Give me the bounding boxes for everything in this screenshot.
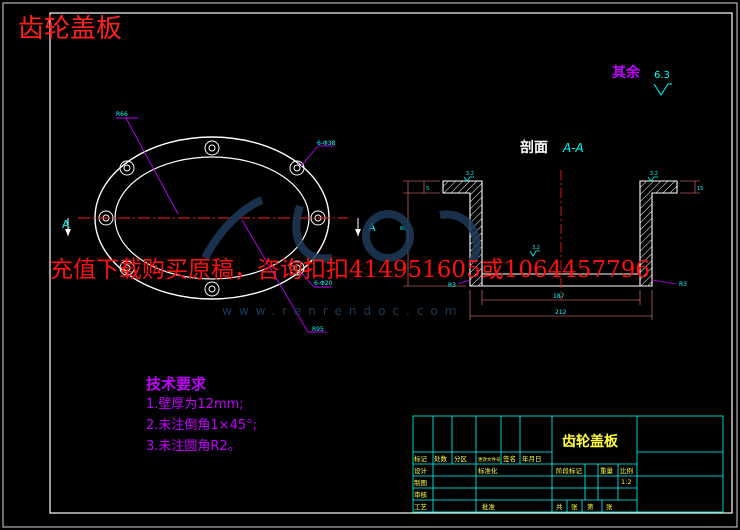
tb-sheet-no-b: 张 [606, 502, 613, 511]
tb-scale-hdr: 比例 [620, 466, 633, 475]
plan-view: A A R66 6-Φ38 6-Φ20 R95 [62, 111, 376, 333]
bolt-hole [289, 260, 305, 276]
roughness-symbol [653, 83, 672, 96]
tb-weight: 重量 [600, 467, 614, 475]
bolt-hole [119, 260, 135, 276]
section-label: 剖面 [520, 139, 548, 156]
tb-hdr-date: 年月日 [522, 454, 542, 463]
dim-r3-left: R3 [448, 282, 456, 289]
rough-mid: 3.2 [532, 245, 540, 251]
watermark-url: www.renrendoc.com [222, 304, 464, 318]
tb-scale: 1:2 [621, 478, 631, 486]
rough-tr: 3.2 [650, 171, 658, 177]
dim-r95: R95 [312, 326, 324, 333]
tb-hdr-zone: 分区 [454, 454, 468, 463]
section-ref: A-A [562, 141, 584, 155]
tb-standard: 标准化 [478, 466, 498, 475]
watermark-text: 充值下载购买原稿，咨询扣扣414951605或1064457796 [50, 257, 651, 283]
tb-hdr-docno: 更改文件号 [478, 456, 501, 463]
tb-design: 设计 [414, 466, 428, 475]
section-view [403, 170, 700, 320]
tb-process: 工艺 [414, 503, 428, 511]
tb-stage: 阶段标记 [556, 466, 583, 475]
dim-h-right: 15 [697, 186, 703, 192]
tech-requirements: 技术要求 1.壁厚为12mm; 2.未注倒角1×45°; 3.未注圆角R2。 [146, 373, 257, 457]
tb-sheet-total-a: 共 [556, 502, 563, 511]
dim-inner: 187 [553, 293, 565, 300]
bolt-hole [119, 160, 135, 176]
dim-r66: R66 [116, 111, 128, 118]
tb-approve: 批准 [482, 502, 496, 511]
tech-req-item: 3.未注圆角R2。 [146, 439, 241, 454]
tb-sheet-no-a: 第 [587, 502, 594, 511]
finish-value: 6.3 [654, 70, 670, 81]
finish-label: 其余 [612, 64, 641, 81]
tech-req-item: 2.未注倒角1×45°; [146, 418, 257, 433]
tb-hdr-count: 处数 [434, 454, 448, 463]
dim-r3-right: R3 [679, 281, 687, 288]
tech-req-heading: 技术要求 [146, 375, 207, 393]
tech-req-item: 1.壁厚为12mm; [146, 397, 244, 412]
tb-sheet-total-b: 张 [571, 502, 578, 511]
tb-drawing: 制图 [414, 478, 427, 487]
watermark-logo [201, 196, 481, 265]
overlay-title: 齿轮盖板 [18, 14, 123, 44]
bolt-hole [204, 281, 220, 297]
dim-h-left: 5 [426, 186, 429, 192]
dim-outer: 212 [555, 309, 567, 316]
drawing-border [49, 12, 733, 514]
dim-d20: 6-Φ20 [314, 280, 333, 287]
bolt-hole [204, 140, 220, 156]
title-block-part-name: 齿轮盖板 [562, 433, 619, 450]
tb-hdr-mark: 标记 [414, 454, 428, 463]
rough-tl: 3.2 [466, 171, 474, 177]
section-marker-left: A [62, 218, 70, 231]
bolt-hole [289, 160, 305, 176]
title-block [412, 415, 724, 513]
dim-depth: 60 [400, 226, 406, 232]
tb-hdr-sign: 签名 [503, 454, 516, 463]
tb-review: 审核 [414, 490, 428, 499]
dim-holes: 6-Φ38 [317, 140, 336, 147]
